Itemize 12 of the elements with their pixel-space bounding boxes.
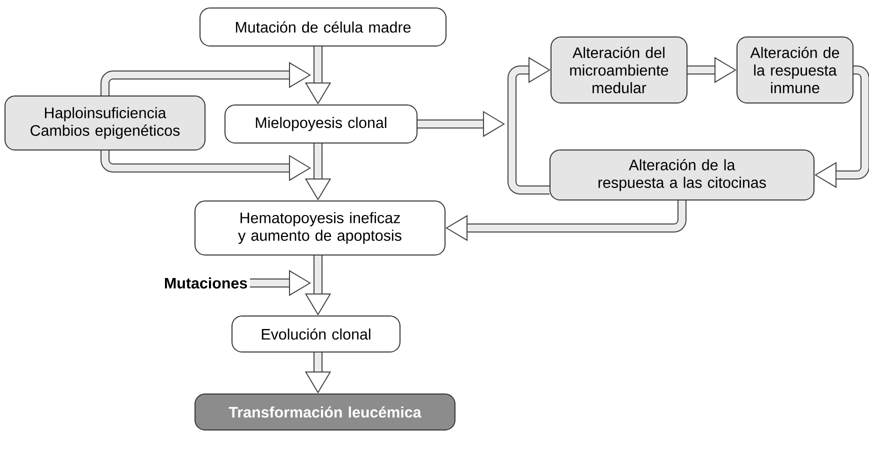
process-box: Hematopoyesis ineficaz y aumento de apoptosis bbox=[194, 200, 446, 256]
hollow-arrow bbox=[446, 200, 686, 242]
process-box: Transformación leucémica bbox=[194, 394, 456, 430]
hollow-arrow bbox=[100, 62, 311, 96]
annotation-text: Mutaciones bbox=[165, 277, 247, 289]
process-box: Haploinsuficiencia Cambios epigenéticos bbox=[4, 96, 206, 150]
process-box: Alteración del microambiente medular bbox=[550, 36, 688, 104]
process-box: Mutación de célula madre bbox=[200, 8, 446, 46]
process-box: Alteración de la respuesta a las citocinas bbox=[550, 150, 814, 200]
hollow-arrow bbox=[508, 56, 550, 194]
process-box: Alteración de la respuesta inmune bbox=[736, 36, 854, 104]
hollow-arrow bbox=[814, 66, 869, 188]
